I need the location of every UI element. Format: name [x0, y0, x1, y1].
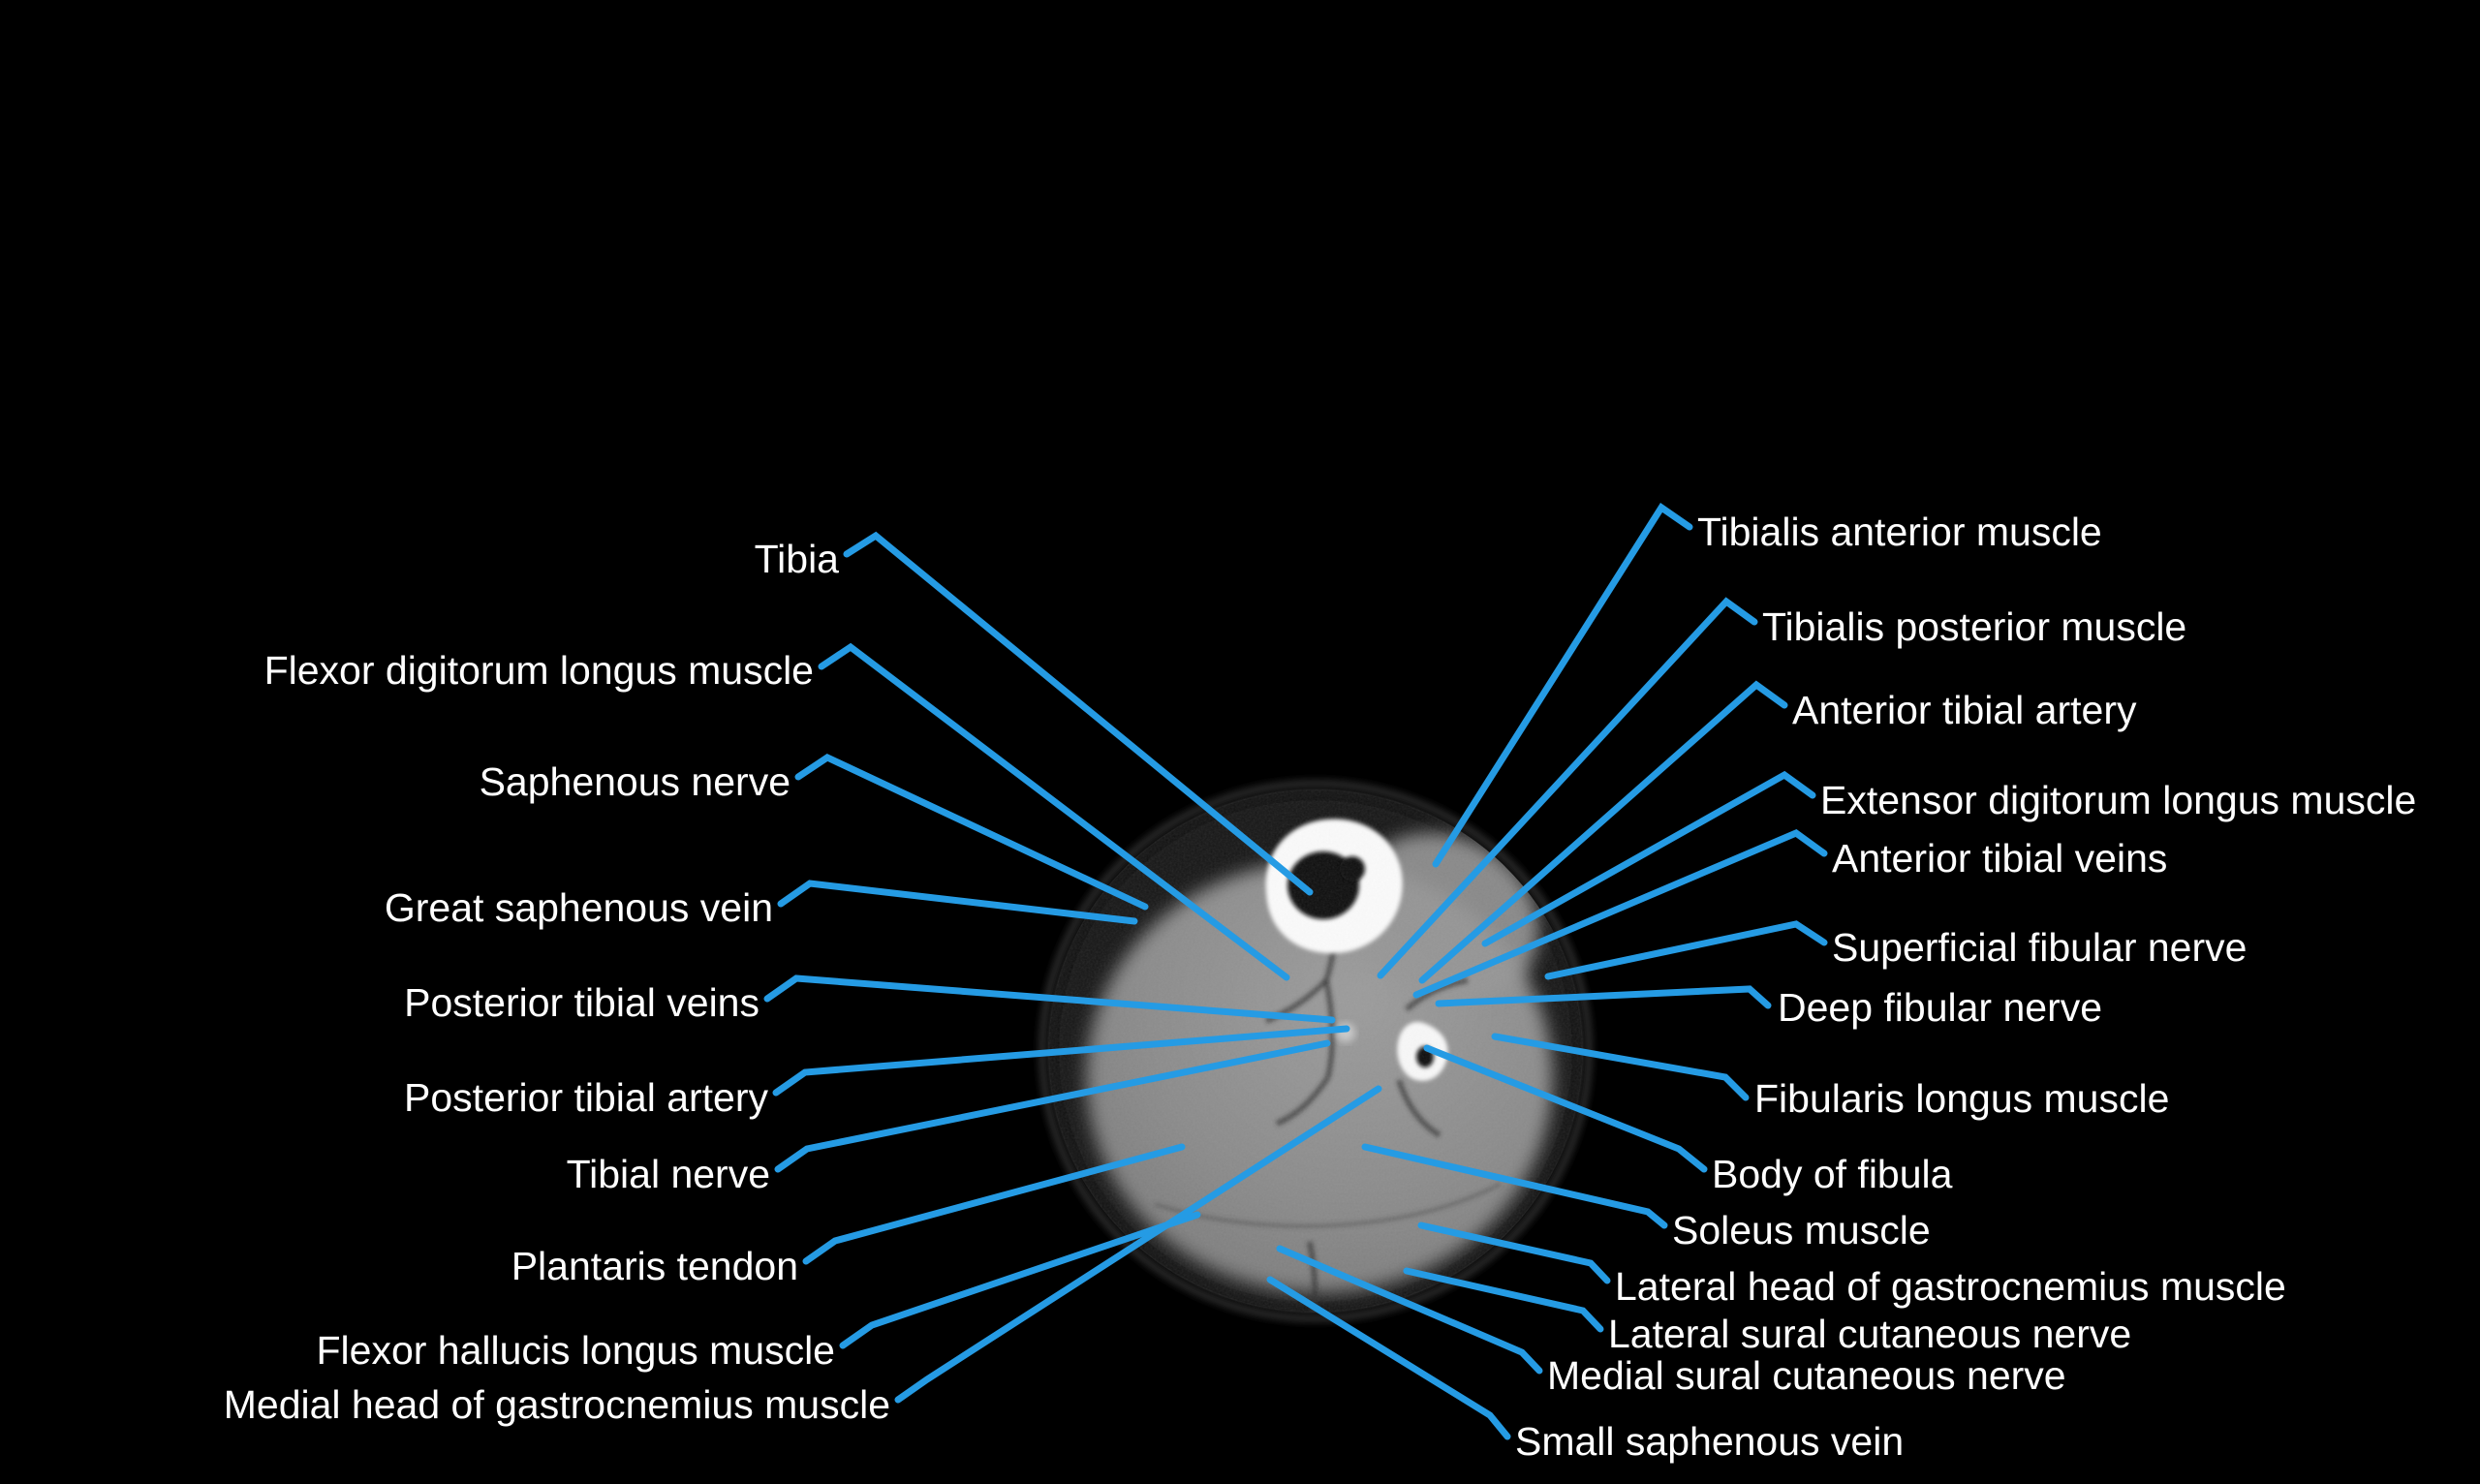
- label-medial-sural-cutaneous: Medial sural cutaneous nerve: [1547, 1353, 2066, 1398]
- ct-noise: [1048, 789, 1583, 1313]
- leader-lines: [763, 503, 1828, 1440]
- leader-medial-sural-cutaneous: [1276, 1245, 1543, 1375]
- leader-soleus: [1361, 1143, 1668, 1229]
- leader-anterior-tibial-veins: [1412, 829, 1828, 999]
- leader-posterior-tibial-artery: [772, 1025, 1350, 1097]
- leader-flexor-hallucis-longus: [839, 1211, 1201, 1349]
- label-soleus: Soleus muscle: [1672, 1208, 1931, 1252]
- label-plantaris-tendon: Plantaris tendon: [512, 1244, 798, 1288]
- label-medial-head-gastrocnemius: Medial head of gastrocnemius muscle: [224, 1382, 890, 1427]
- leader-tibialis-anterior: [1432, 503, 1693, 868]
- label-great-saphenous-vein: Great saphenous vein: [385, 885, 773, 930]
- labels: Tibia Flexor digitorum longus muscle Sap…: [224, 510, 2417, 1464]
- label-tibialis-posterior: Tibialis posterior muscle: [1762, 604, 2186, 649]
- label-anterior-tibial-artery: Anterior tibial artery: [1792, 688, 2137, 732]
- label-fibularis-longus: Fibularis longus muscle: [1754, 1076, 2169, 1121]
- label-posterior-tibial-artery: Posterior tibial artery: [404, 1075, 768, 1120]
- leader-superficial-fibular-nerve: [1544, 920, 1828, 980]
- leader-extensor-digitorum-longus: [1481, 770, 1816, 947]
- leader-posterior-tibial-veins: [763, 974, 1336, 1024]
- leader-tibialis-posterior: [1377, 597, 1758, 979]
- leader-tibial-nerve: [774, 1039, 1331, 1173]
- label-flexor-hallucis-longus: Flexor hallucis longus muscle: [316, 1328, 835, 1373]
- leader-small-saphenous-vein: [1266, 1276, 1511, 1440]
- label-body-of-fibula: Body of fibula: [1712, 1152, 1953, 1196]
- label-tibial-nerve: Tibial nerve: [567, 1152, 770, 1196]
- leader-deep-fibular-nerve: [1435, 985, 1772, 1009]
- leader-plantaris-tendon: [802, 1143, 1186, 1265]
- leader-lateral-head-gastrocnemius: [1417, 1221, 1611, 1284]
- label-deep-fibular-nerve: Deep fibular nerve: [1778, 985, 2102, 1030]
- leader-tibia: [843, 531, 1314, 896]
- label-lateral-sural-cutaneous: Lateral sural cutaneous nerve: [1608, 1312, 2131, 1356]
- label-tibialis-anterior: Tibialis anterior muscle: [1697, 510, 2102, 554]
- label-lateral-head-gastrocnemius: Lateral head of gastrocnemius muscle: [1615, 1264, 2286, 1309]
- leader-fibularis-longus: [1491, 1033, 1750, 1101]
- label-saphenous-nerve: Saphenous nerve: [480, 759, 790, 804]
- label-tibia: Tibia: [755, 537, 840, 581]
- label-superficial-fibular-nerve: Superficial fibular nerve: [1832, 925, 2247, 970]
- leader-medial-head-gastrocnemius: [894, 1085, 1382, 1404]
- label-anterior-tibial-veins: Anterior tibial veins: [1832, 836, 2167, 881]
- leader-flexor-digitorum-longus: [818, 642, 1290, 981]
- label-posterior-tibial-veins: Posterior tibial veins: [404, 980, 760, 1025]
- leader-body-of-fibula: [1423, 1044, 1708, 1173]
- leader-saphenous-nerve: [794, 753, 1149, 911]
- label-extensor-digitorum-longus: Extensor digitorum longus muscle: [1820, 778, 2416, 822]
- leader-anterior-tibial-artery: [1418, 680, 1788, 984]
- label-small-saphenous-vein: Small saphenous vein: [1515, 1419, 1904, 1464]
- leader-great-saphenous-vein: [777, 880, 1138, 925]
- label-flexor-digitorum-longus: Flexor digitorum longus muscle: [264, 648, 814, 693]
- leader-lateral-sural-cutaneous: [1403, 1267, 1604, 1333]
